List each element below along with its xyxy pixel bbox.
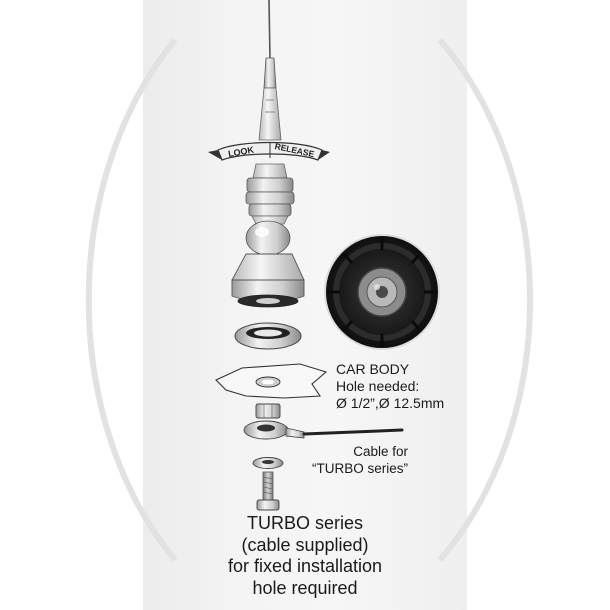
mount-photo bbox=[324, 234, 440, 350]
hole-needed-label: Hole needed: bbox=[336, 378, 420, 394]
lock-washer bbox=[252, 457, 284, 469]
cable-label: Cable for “TURBO series” bbox=[290, 443, 408, 477]
product-caption: TURBO series (cable supplied) for fixed … bbox=[143, 513, 467, 599]
ball-joint bbox=[245, 220, 291, 256]
cable-label-line1: Cable for bbox=[353, 444, 408, 459]
base-housing bbox=[231, 253, 305, 308]
car-body-title: CAR BODY bbox=[336, 361, 410, 377]
cable-label-line2: “TURBO series” bbox=[311, 461, 408, 476]
caption-line1: TURBO series bbox=[246, 513, 363, 533]
gasket-ring bbox=[234, 322, 302, 350]
hex-nut bbox=[255, 403, 281, 419]
cable-terminal bbox=[243, 420, 305, 440]
antenna-whip bbox=[258, 0, 282, 141]
caption-line3: for fixed installation bbox=[227, 556, 383, 576]
caption-line2: (cable supplied) bbox=[241, 534, 369, 555]
background-swoosh bbox=[85, 38, 533, 562]
lock-label: LOOK bbox=[227, 145, 255, 159]
cable-line bbox=[302, 428, 404, 436]
caption-line4: hole required bbox=[252, 577, 358, 598]
ribbed-collar bbox=[245, 163, 295, 225]
car-body-plate bbox=[215, 363, 328, 399]
hole-size-label: Ø 1/2”,Ø 12.5mm bbox=[336, 395, 445, 411]
mounting-bolt bbox=[256, 471, 280, 511]
car-body-label: CAR BODY Hole needed: Ø 1/2”,Ø 12.5mm bbox=[336, 361, 444, 412]
lock-release-arrow bbox=[208, 141, 330, 161]
